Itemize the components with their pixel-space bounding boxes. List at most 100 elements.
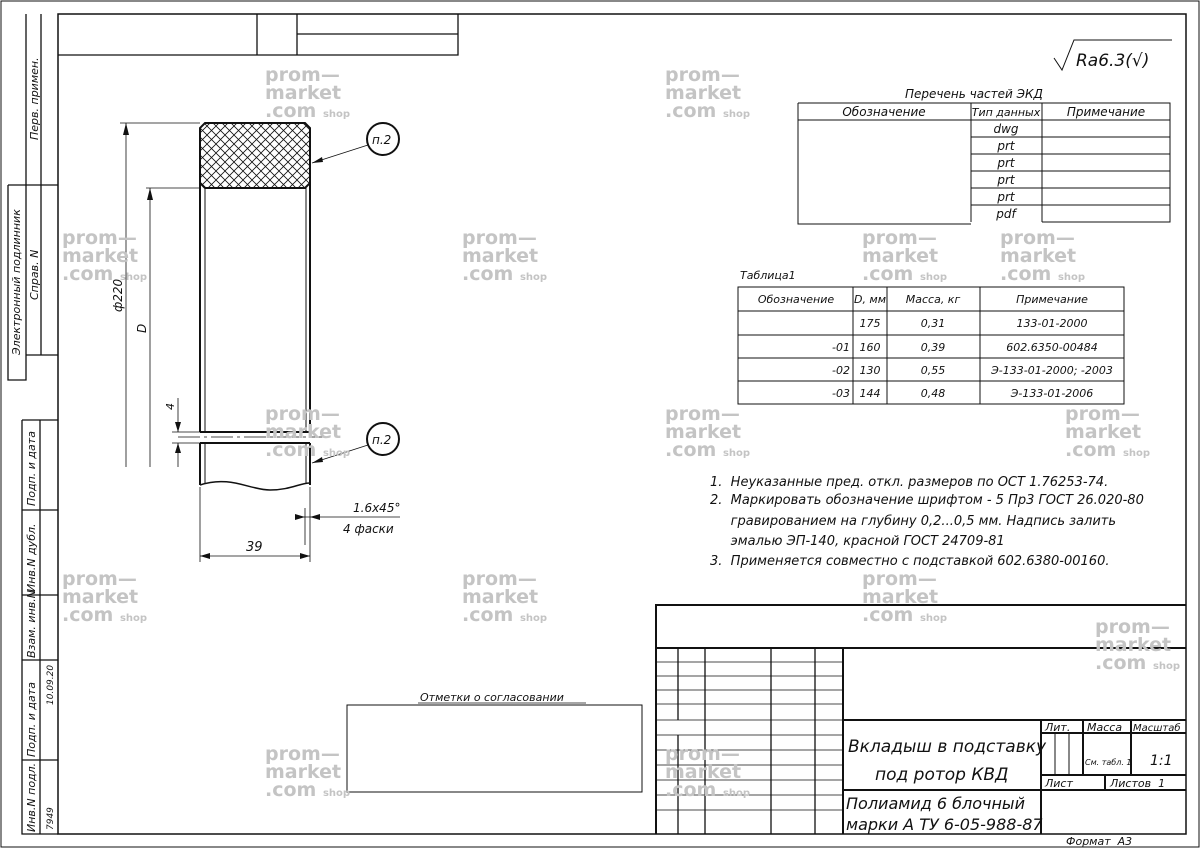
- watermark: prom—market.com shop: [265, 66, 350, 124]
- watermark-text: shop: [1057, 272, 1086, 283]
- watermark-text: market: [1000, 245, 1077, 267]
- watermark-text: prom—: [1000, 227, 1075, 249]
- watermark-text: prom—: [665, 743, 740, 765]
- podp-data-label-2: Подп. и дата: [25, 682, 38, 757]
- watermark-text: prom—: [862, 227, 937, 249]
- inv-value: 7949: [46, 807, 56, 830]
- chamfer-dimension: 1.6x45°: [353, 501, 400, 515]
- watermark-text: prom—: [665, 403, 740, 425]
- ekd-type: prt: [996, 139, 1016, 153]
- watermark: prom—market.com shop: [665, 66, 750, 124]
- note-line: эмалью ЭП-140, красной ГОСТ 24709-81: [710, 534, 1005, 549]
- d-dimension: D: [135, 324, 149, 333]
- watermark-text: .com: [62, 263, 114, 285]
- watermark: prom—market.com shop: [1000, 229, 1085, 287]
- watermark-text: .com: [265, 439, 317, 461]
- watermark-text: .com: [462, 263, 514, 285]
- table1-header: Масса, кг: [906, 293, 961, 306]
- watermark-text: shop: [919, 613, 948, 624]
- watermark-text: shop: [1152, 661, 1181, 672]
- watermark: prom—market.com shop: [862, 570, 947, 628]
- table1-header: Обозначение: [758, 293, 835, 306]
- watermark-text: prom—: [862, 568, 937, 590]
- format-label: Формат А3: [1066, 835, 1132, 848]
- watermark-text: prom—: [665, 64, 740, 86]
- watermark: prom—market.com shop: [265, 405, 350, 463]
- part-name-line2: под ротор КВД: [875, 765, 1008, 785]
- table1-cell: 160: [860, 341, 881, 354]
- diameter-dimension: ф220: [111, 278, 125, 312]
- table1-cell: 133-01-2000: [1017, 317, 1088, 330]
- note-line: 2. Маркировать обозначение шрифтом - 5 П…: [710, 493, 1144, 508]
- technical-notes: 1. Неуказанные пред. откл. размеров по О…: [710, 475, 1144, 569]
- material-line1: Полиамид 6 блочный: [846, 794, 1025, 813]
- lit-label: Лит.: [1044, 721, 1070, 734]
- part-name-line1: Вкладыш в подставку: [848, 737, 1047, 757]
- watermark-text: .com: [1095, 652, 1147, 674]
- part-view: ф220 D 4 39 1.6x45° 4 фаски п.2 п.2: [111, 122, 400, 562]
- table1-cell: 144: [860, 387, 881, 400]
- watermark-text: shop: [322, 788, 351, 799]
- note-line: 3. Применяется совместно с подставкой 60…: [710, 554, 1109, 569]
- mass-value: См. табл. 1: [1085, 758, 1132, 767]
- watermark-text: .com: [265, 100, 317, 122]
- watermark: prom—market.com shop: [265, 745, 350, 803]
- watermark-text: shop: [519, 613, 548, 624]
- ekd-type: prt: [996, 156, 1016, 170]
- watermark-text: market: [462, 245, 539, 267]
- watermark-text: market: [665, 82, 742, 104]
- ekd-header-designation: Обозначение: [842, 105, 925, 119]
- watermark: prom—market.com shop: [62, 229, 147, 287]
- watermark-text: market: [462, 586, 539, 608]
- vzam-inv-label: Взам. инв.N: [25, 590, 38, 658]
- table1-cell: Э-133-01-2006: [1010, 387, 1094, 400]
- electronic-original-label: Электронный подлинник: [10, 209, 23, 356]
- title-block: Вкладыш в подставку под ротор КВД Полиам…: [655, 604, 1186, 848]
- balloon-bottom: п.2: [372, 433, 391, 447]
- watermark-text: market: [1065, 421, 1142, 443]
- table1-title: Таблица1: [740, 269, 796, 282]
- ekd-title: Перечень частей ЭКД: [905, 87, 1043, 101]
- watermark-text: market: [862, 245, 939, 267]
- approval-title: Отметки о согласовании: [420, 691, 564, 704]
- perv-primen-label: Перв. примен.: [28, 57, 41, 140]
- watermark-text: market: [1095, 634, 1172, 656]
- table1-cell: 0,31: [921, 317, 946, 330]
- mass-label: Масса: [1087, 721, 1122, 734]
- watermark-text: prom—: [1095, 616, 1170, 638]
- variants-table: Таблица1 Обозначение D, мм Масса, кг При…: [737, 269, 1125, 405]
- table1-cell: 0,48: [921, 387, 946, 400]
- ekd-header-note: Примечание: [1067, 105, 1145, 119]
- watermark: prom—market.com shop: [1065, 405, 1150, 463]
- watermark-text: prom—: [462, 568, 537, 590]
- balloon-top: п.2: [372, 133, 391, 147]
- scale-value: 1:1: [1150, 753, 1173, 769]
- watermark-text: .com: [862, 263, 914, 285]
- watermark: prom—market.com shop: [62, 570, 147, 628]
- watermark-text: shop: [722, 448, 751, 459]
- ekd-header-type: Тип данных: [972, 106, 1041, 119]
- watermark-text: .com: [462, 604, 514, 626]
- side-strip: Перв. примен. Справ. N Электронный подли…: [7, 14, 58, 835]
- watermark-text: prom—: [62, 568, 137, 590]
- table1-cell: 0,39: [921, 341, 946, 354]
- watermark-text: market: [862, 586, 939, 608]
- table1-cell: -01: [832, 341, 850, 354]
- scale-label: Масштаб: [1133, 722, 1181, 734]
- watermark-text: shop: [722, 109, 751, 120]
- watermark-text: prom—: [62, 227, 137, 249]
- surface-roughness: Ra6.3(√): [1053, 39, 1172, 72]
- material-line2: марки А ТУ 6-05-988-87: [846, 815, 1043, 834]
- watermark-text: market: [265, 761, 342, 783]
- date-value: 10.09.20: [46, 665, 56, 705]
- watermark: prom—market.com shop: [462, 570, 547, 628]
- watermark-text: market: [62, 245, 139, 267]
- watermark: prom—market.com shop: [1095, 618, 1180, 676]
- gap-dimension: 4: [164, 403, 177, 410]
- roughness-value: Ra6.3(√): [1076, 51, 1149, 71]
- ekd-type: pdf: [995, 207, 1017, 221]
- width-dimension: 39: [246, 540, 263, 555]
- note-line: 1. Неуказанные пред. откл. размеров по О…: [710, 475, 1108, 490]
- ekd-type: dwg: [993, 122, 1018, 136]
